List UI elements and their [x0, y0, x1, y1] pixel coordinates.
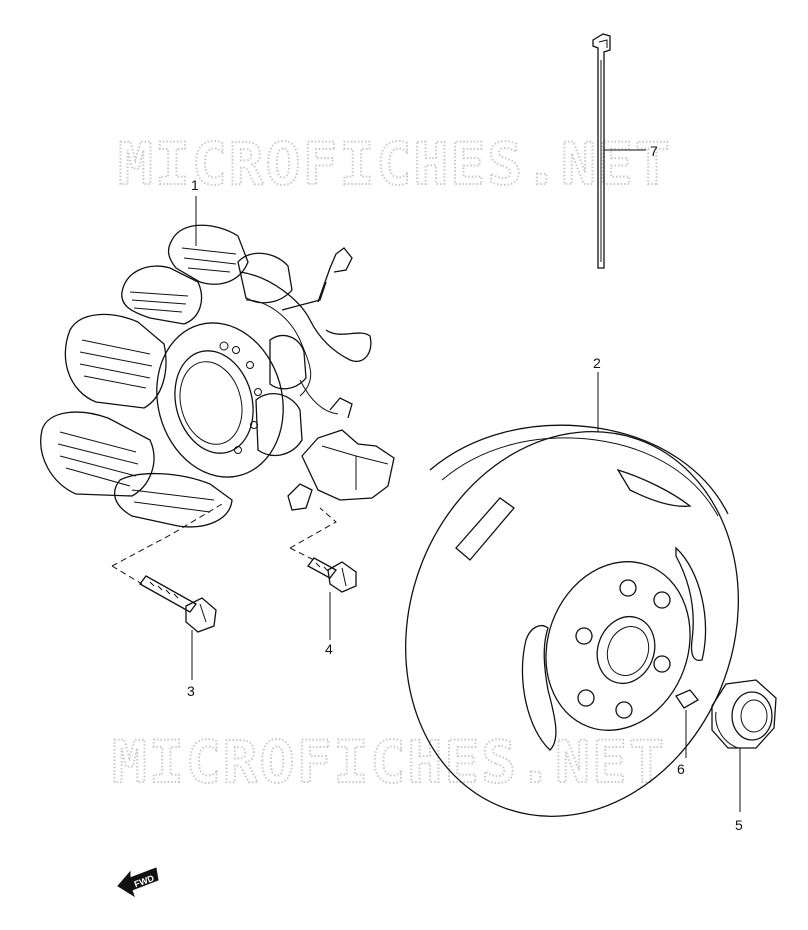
callout-7: 7 [650, 143, 658, 159]
callout-2: 2 [593, 355, 601, 371]
callout-6: 6 [677, 761, 685, 777]
arrow-left-icon [117, 867, 159, 898]
stator-part-1 [40, 224, 395, 528]
leader-lines [111, 149, 741, 812]
watermark-top: MICROFICHES.NET [118, 130, 672, 198]
callout-1: 1 [191, 177, 199, 193]
key-part-6 [675, 689, 699, 709]
bolt-part-3 [139, 575, 217, 633]
watermark-bottom: MICROFICHES.NET [112, 728, 666, 796]
fwd-direction-marker: FWD [117, 867, 159, 898]
callout-3: 3 [187, 683, 195, 699]
nut-part-5 [711, 679, 777, 749]
bolt-part-4 [307, 557, 357, 593]
callout-5: 5 [735, 817, 743, 833]
cable-tie-part-7 [592, 33, 611, 269]
callout-4: 4 [325, 641, 333, 657]
